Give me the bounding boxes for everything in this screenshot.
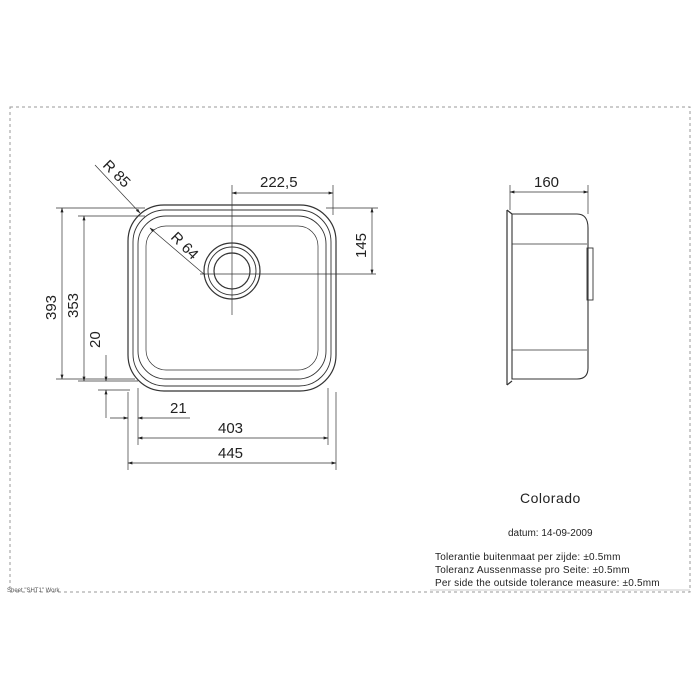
side-drain-outlet xyxy=(586,247,594,301)
dim-label-outer-height: 393 xyxy=(43,295,60,320)
side-flange-top xyxy=(506,209,513,215)
leader-inner-radius xyxy=(149,227,206,276)
side-bowl-profile xyxy=(511,213,589,380)
sink-top-view xyxy=(127,185,376,392)
dim-label-inner-radius: R 64 xyxy=(167,229,201,263)
dim-label-outer-width: 445 xyxy=(218,445,243,462)
dim-label-outer-radius: R 85 xyxy=(99,157,133,191)
dimension-lines xyxy=(56,164,378,470)
dim-label-side-depth: 160 xyxy=(534,174,559,191)
leader-outer-radius xyxy=(94,164,141,214)
dim-label-flange-width: 21 xyxy=(170,400,187,417)
dim-label-inner-height: 353 xyxy=(65,293,82,318)
product-title: Colorado xyxy=(520,490,581,506)
tolerance-line-german: Toleranz Aussenmasse pro Seite: ±0.5mm xyxy=(435,565,630,576)
sheet-label: Sheet "SHT1" Work xyxy=(7,588,60,594)
dim-label-drain-height: 145 xyxy=(353,233,370,258)
dim-label-inner-width: 403 xyxy=(218,420,243,437)
dim-label-drain-offset: 222,5 xyxy=(260,174,298,191)
drawing-date: datum: 14-09-2009 xyxy=(508,528,593,539)
sink-side-view xyxy=(506,185,594,386)
side-flange-bottom xyxy=(506,380,513,386)
tolerance-line-english: Per side the outside tolerance measure: … xyxy=(435,578,660,589)
tolerance-line-dutch: Tolerantie buitenmaat per zijde: ±0.5mm xyxy=(435,552,621,563)
dim-label-flange-height: 20 xyxy=(87,331,104,348)
